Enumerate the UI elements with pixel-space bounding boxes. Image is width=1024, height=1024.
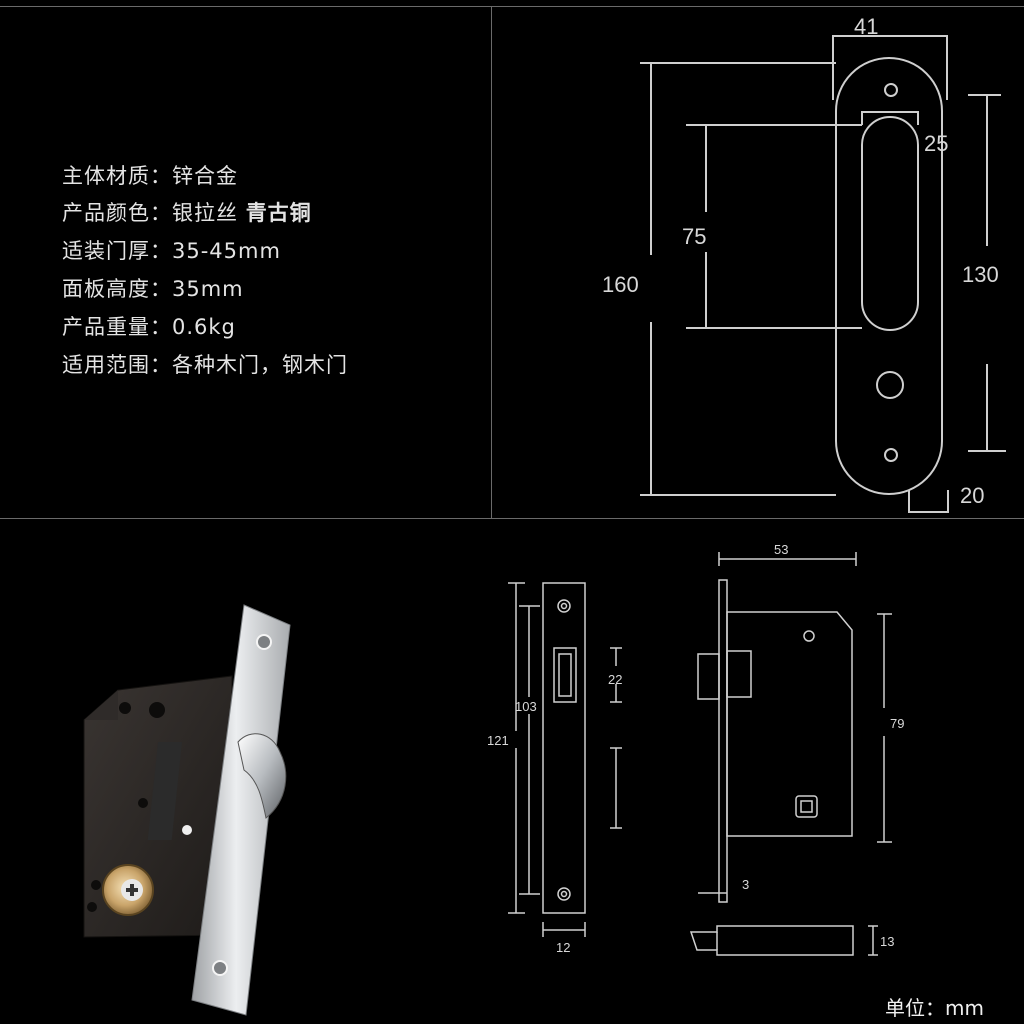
label-121: 121 <box>487 733 509 748</box>
front-plate <box>542 582 586 914</box>
case-hole <box>138 798 148 808</box>
spec-material: 主体材质：锌合金 <box>62 164 238 188</box>
faceplate-outline <box>835 57 943 495</box>
spec-weight: 产品重量：0.6kg <box>62 315 236 339</box>
faceplate-screw <box>212 960 228 976</box>
label-53: 53 <box>774 542 788 557</box>
top-screw-hole <box>884 83 898 97</box>
key-hole <box>876 371 904 399</box>
spec-application: 适用范围：各种木门，钢木门 <box>62 353 348 377</box>
latch-bolt <box>697 653 720 700</box>
label-41: 41 <box>854 14 878 39</box>
label-160: 160 <box>602 272 639 297</box>
bolt-profile <box>689 925 854 956</box>
case-pin <box>182 825 192 835</box>
spec-panel-height: 面板高度：35mm <box>62 277 244 301</box>
label-13: 13 <box>880 934 894 949</box>
label-130: 130 <box>962 262 999 287</box>
label-12: 12 <box>556 940 570 955</box>
dim-bottom-20 <box>908 490 949 513</box>
divider-middle <box>0 518 1024 519</box>
label-79: 79 <box>890 716 904 731</box>
label-22: 22 <box>608 672 622 687</box>
label-3: 3 <box>742 877 749 892</box>
label-103: 103 <box>515 699 537 714</box>
case-hole <box>119 702 131 714</box>
hook-latch <box>237 733 287 819</box>
dim-slot-25 <box>861 111 919 125</box>
dim-width-41 <box>832 35 948 100</box>
spindle-hole <box>795 795 818 818</box>
bottom-screw-hole <box>884 448 898 462</box>
unit-label: 单位：mm <box>885 996 984 1020</box>
hook-slot <box>147 742 183 840</box>
latch-opening <box>553 647 577 703</box>
case-hole <box>149 702 165 718</box>
faceplate-screw <box>256 634 272 650</box>
lock-body <box>726 611 853 837</box>
divider-top <box>0 6 1024 7</box>
spec-door-thickness: 适装门厚：35-45mm <box>62 239 281 263</box>
label-75: 75 <box>682 224 706 249</box>
divider-vertical <box>491 6 492 518</box>
label-25: 25 <box>924 131 948 156</box>
lock-faceplate <box>191 604 291 1016</box>
faceplate-slot <box>861 116 919 331</box>
side-plate <box>718 579 728 903</box>
label-20: 20 <box>960 483 984 508</box>
spec-color: 产品颜色：银拉丝 青古铜 <box>62 201 312 225</box>
